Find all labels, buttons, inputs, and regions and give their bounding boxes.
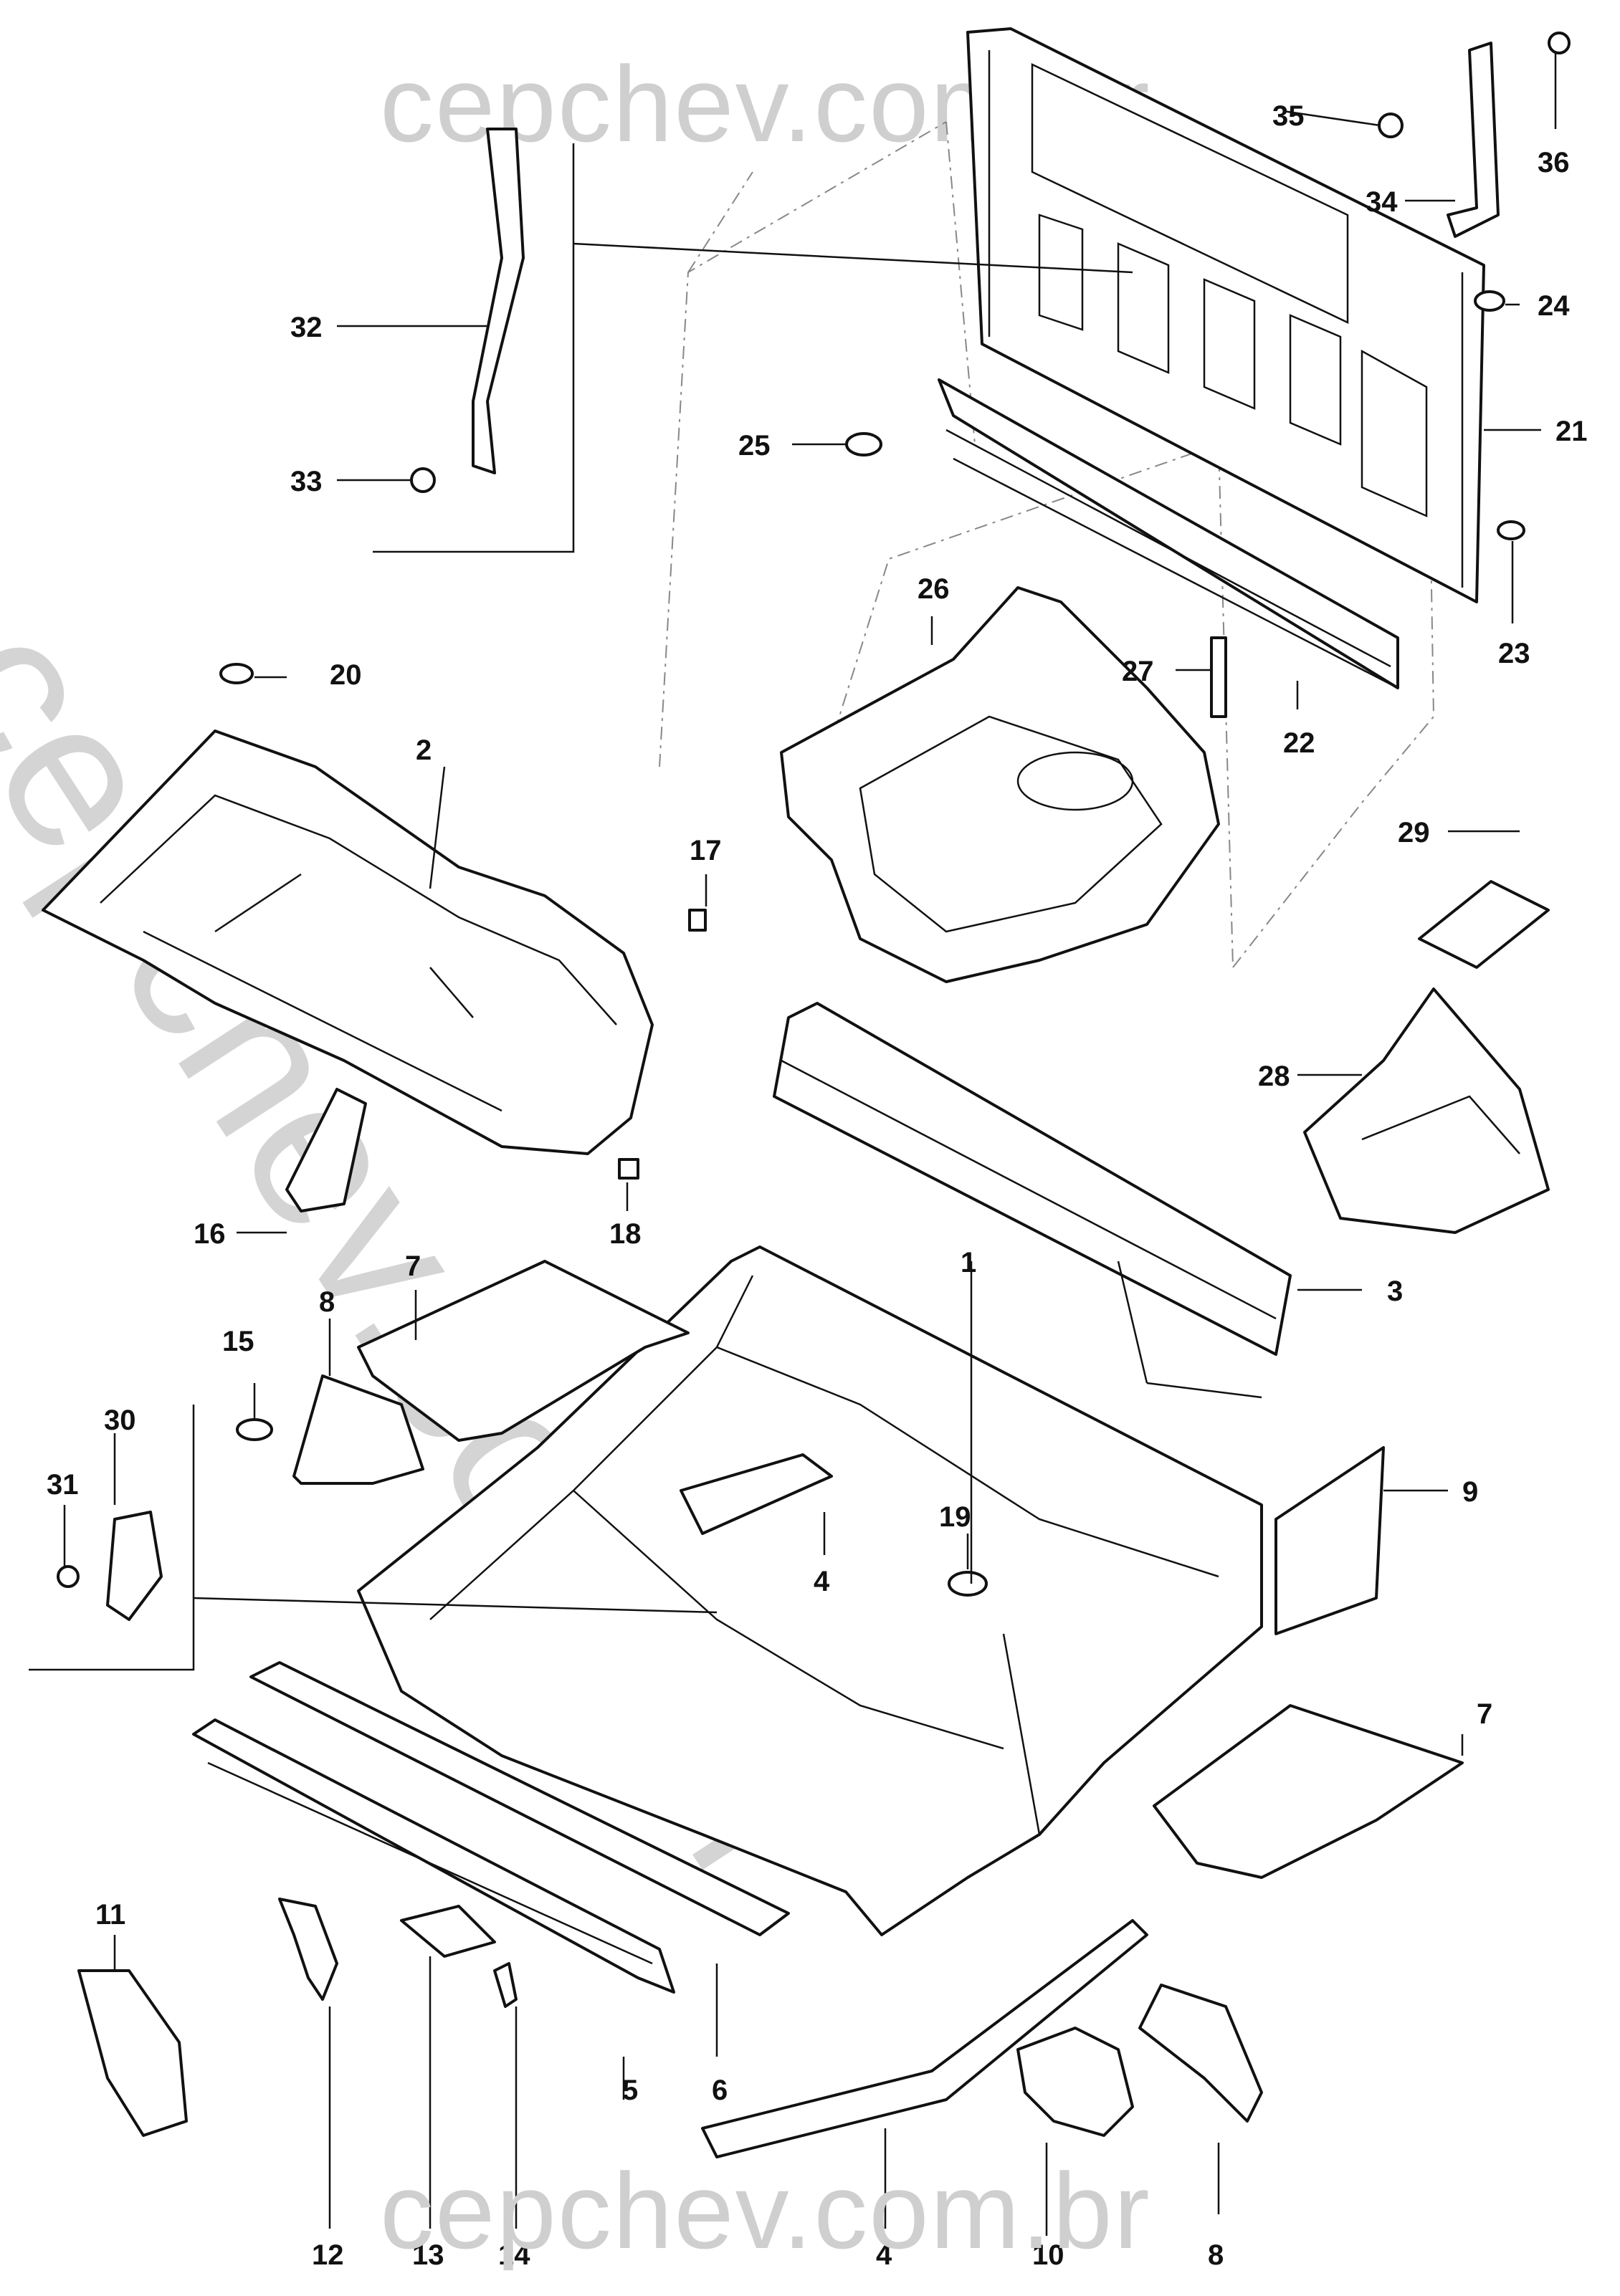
callout-7-upper: 7 [405, 1250, 421, 1282]
part-36-nut-icon [1548, 32, 1571, 54]
callout-2: 2 [416, 735, 432, 766]
part-5-front-crossmember [192, 1718, 675, 1994]
part-35-bolt-icon [1378, 113, 1404, 138]
callout-32: 32 [290, 312, 323, 343]
part-18-clip-icon [618, 1158, 639, 1180]
callout-18: 18 [609, 1218, 642, 1250]
part-20-grommet-icon [219, 663, 254, 684]
callout-30: 30 [104, 1405, 136, 1436]
callout-25: 25 [738, 430, 771, 461]
part-7-floor-panel-right [1153, 1704, 1464, 1879]
callout-10: 10 [1032, 2239, 1064, 2271]
callout-4-upper: 4 [814, 1566, 830, 1597]
callout-27: 27 [1122, 656, 1154, 687]
callout-29: 29 [1398, 817, 1430, 848]
part-14-clip [493, 1962, 518, 2008]
part-33-bolt-icon [410, 467, 436, 493]
callout-12: 12 [312, 2239, 344, 2271]
part-24-grommet-icon [1474, 290, 1505, 312]
part-8-bracket-upper [292, 1374, 424, 1485]
callout-21: 21 [1555, 416, 1588, 447]
callout-8-upper: 8 [319, 1286, 335, 1318]
callout-24: 24 [1538, 290, 1570, 322]
part-2-front-floor-panel [42, 730, 654, 1155]
part-29-plate [1418, 880, 1550, 969]
part-31-bolt-icon [57, 1565, 80, 1588]
callout-13: 13 [412, 2239, 444, 2271]
callout-11: 11 [95, 1899, 125, 1931]
part-9-side-bracket [1274, 1446, 1385, 1635]
part-4-floor-rail-center [680, 1453, 833, 1535]
watermark-bottom: cepchev.com.br [380, 2151, 1151, 2271]
callout-1: 1 [961, 1247, 976, 1278]
part-7-floor-panel-upper [357, 1260, 690, 1442]
part-28-reinforcement [1303, 987, 1550, 1234]
part-27-bolt-icon [1210, 636, 1227, 718]
part-10-panel [1016, 2027, 1134, 2137]
callout-31: 31 [47, 1469, 79, 1501]
callout-6: 6 [712, 2075, 728, 2106]
part-34-bracket [1447, 42, 1500, 238]
part-25-grommet-icon [845, 432, 882, 456]
callout-20: 20 [330, 659, 362, 691]
part-21-rear-cab-panel [966, 27, 1485, 603]
leader-lines [29, 54, 1557, 2236]
part-22-rear-crossmember [938, 378, 1399, 689]
callout-3: 3 [1387, 1276, 1403, 1307]
callout-33: 33 [290, 466, 323, 497]
callout-23: 23 [1498, 638, 1530, 669]
callout-35: 35 [1272, 100, 1305, 132]
callout-9: 9 [1462, 1476, 1478, 1508]
part-11-bracket [77, 1969, 188, 2137]
callout-8-lower: 8 [1208, 2239, 1224, 2271]
callout-22: 22 [1283, 727, 1315, 759]
callout-26: 26 [918, 573, 950, 605]
part-23-grommet-icon [1497, 520, 1525, 540]
part-8-bracket-lower [1138, 1984, 1263, 2123]
callout-28: 28 [1258, 1061, 1290, 1092]
callout-14: 14 [498, 2239, 530, 2271]
part-26-rear-floor-panel [780, 586, 1220, 983]
cab-outline-ghost [659, 121, 1435, 968]
part-4-floor-rail-lower [701, 1919, 1148, 2158]
part-13-plate [400, 1905, 496, 1958]
callout-5: 5 [622, 2075, 638, 2106]
callout-36: 36 [1538, 147, 1570, 178]
part-17-clip-icon [688, 909, 707, 932]
part-16-bracket [285, 1088, 367, 1212]
callout-7-right: 7 [1477, 1698, 1492, 1730]
part-32-strap [472, 128, 525, 474]
part-3-rear-floor-crossmember [773, 1002, 1292, 1399]
part-12-bracket [278, 1898, 338, 2001]
part-19-grommet-icon [948, 1571, 988, 1597]
callout-17: 17 [690, 835, 722, 866]
part-6-front-crossmember-upper [249, 1661, 790, 1936]
part-15-grommet-icon [236, 1418, 273, 1441]
callout-16: 16 [194, 1218, 226, 1250]
part-1-main-floor-pan [357, 1245, 1263, 1936]
callout-15: 15 [222, 1326, 254, 1357]
part-30-latch-bracket [106, 1511, 163, 1621]
callout-4-lower: 4 [876, 2239, 892, 2271]
callout-19: 19 [939, 1501, 971, 1533]
callout-34: 34 [1366, 186, 1398, 218]
